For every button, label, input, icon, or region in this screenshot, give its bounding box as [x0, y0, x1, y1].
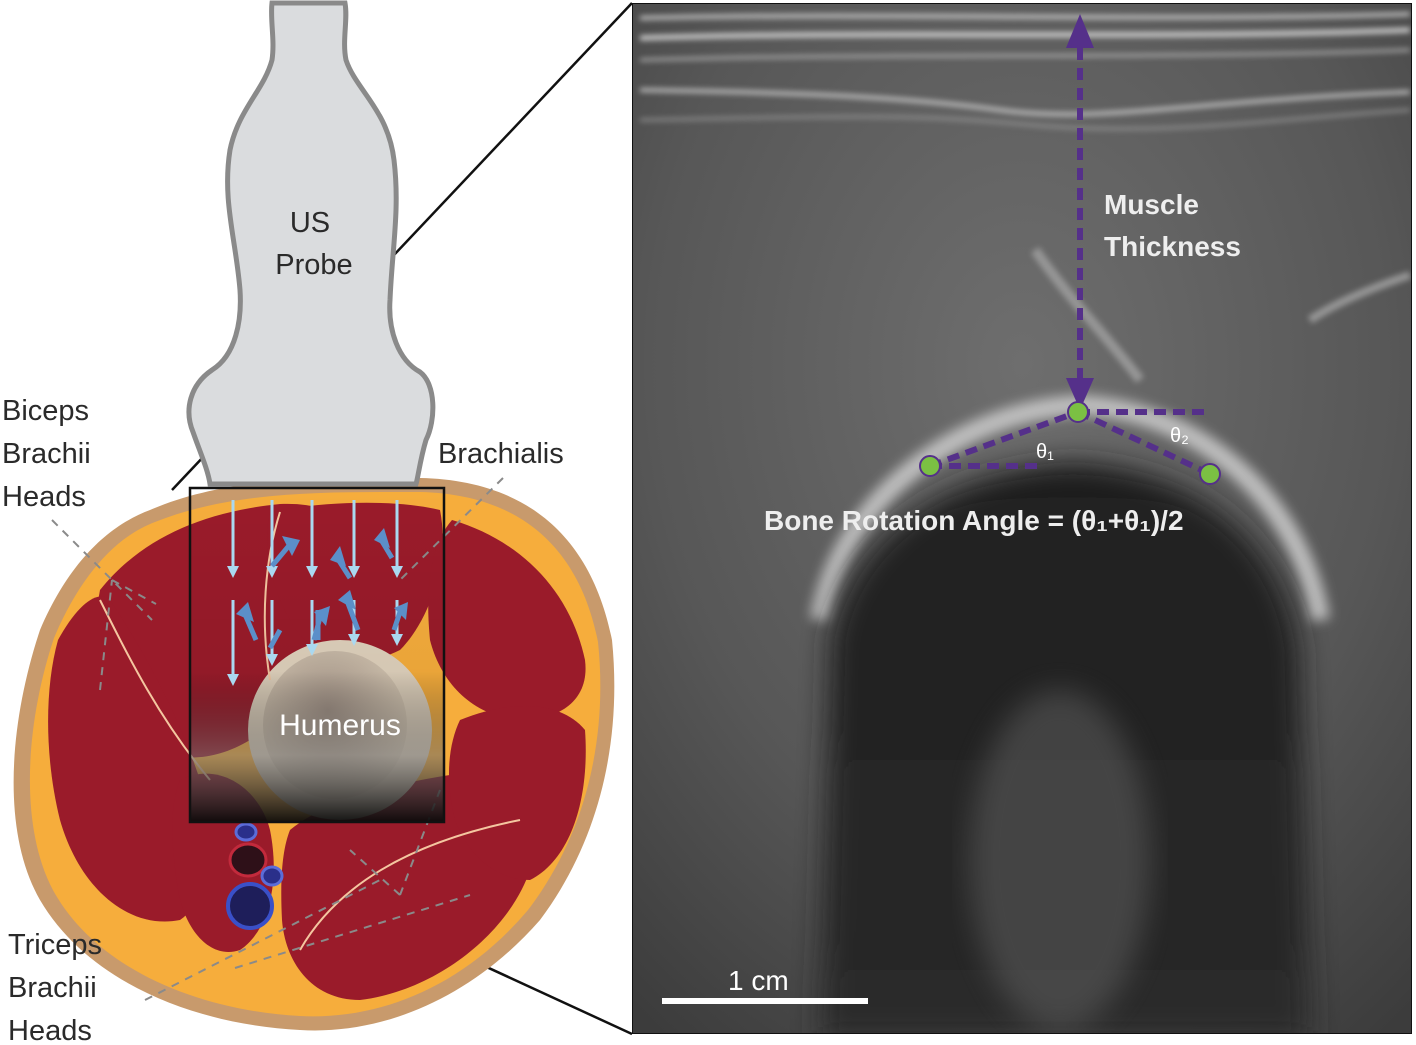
muscle-thickness-arrow — [1066, 14, 1094, 410]
biceps-lower-muscle — [48, 596, 209, 922]
arm-cross-section: Humerus — [13, 477, 615, 1031]
triceps-label-line1: Triceps — [8, 929, 102, 961]
landmark-right-dot — [1199, 463, 1221, 485]
muscle-thickness-line2: Thickness — [1104, 231, 1241, 262]
biceps-label-line1: Biceps — [2, 395, 89, 427]
landmark-left-dot — [919, 455, 941, 477]
probe-label: US Probe — [275, 207, 352, 281]
biceps-label: Biceps Brachii Heads — [2, 395, 99, 513]
probe-window-frame — [188, 486, 446, 824]
vein — [226, 882, 274, 930]
probe-window-shade — [190, 488, 444, 822]
landmark-apex-dot — [1067, 401, 1089, 423]
bone-rotation-formula: Bone Rotation Angle = (θ₁+θ₁)/2 — [764, 505, 1184, 536]
probe-body — [186, 0, 436, 487]
triceps-label-line3: Heads — [8, 1015, 92, 1045]
biceps-label-line2: Brachii — [2, 438, 91, 470]
muscle-thickness-line1: Muscle — [1104, 189, 1199, 220]
theta1-label: θ₁ — [1036, 441, 1054, 463]
biceps-label-line3: Heads — [2, 481, 86, 513]
humerus-label: Humerus — [279, 709, 401, 742]
us-probe: US Probe — [186, 0, 436, 487]
probe-label-line2: Probe — [275, 249, 352, 281]
wave-arrows — [227, 500, 408, 686]
ultrasound-image: Muscle Thickness θ₁ θ₂ Bone Rotation Ang… — [632, 3, 1412, 1034]
triceps-label-line2: Brachii — [8, 972, 97, 1004]
triceps-label: Triceps Brachii Heads — [8, 929, 110, 1045]
brachialis-muscle — [428, 520, 586, 720]
artery — [228, 842, 268, 878]
bone-rotation-lines — [928, 409, 1212, 477]
muscle-thickness-label: Muscle Thickness — [1104, 189, 1241, 262]
probe-label-line1: US — [290, 207, 330, 239]
brachialis-label: Brachialis — [438, 438, 564, 470]
scale-bar-label: 1 cm — [728, 965, 789, 996]
theta2-label: θ₂ — [1170, 425, 1189, 447]
triceps-muscle-lateral — [448, 706, 586, 880]
